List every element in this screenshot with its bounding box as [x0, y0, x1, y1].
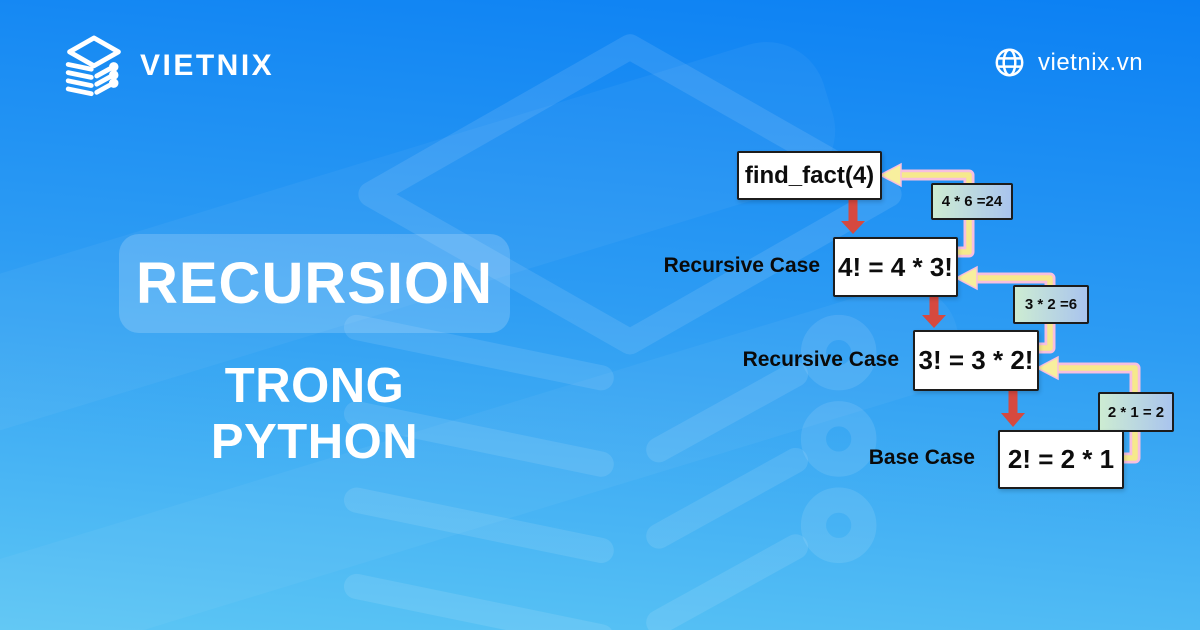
case-label-recursive-2: Recursive Case: [742, 348, 899, 371]
globe-icon: [995, 48, 1024, 77]
vietnix-layers-logo-icon: [60, 35, 128, 98]
call-box-find-fact: find_fact(4): [737, 151, 882, 200]
website-link[interactable]: vietnix.vn: [994, 47, 1143, 78]
website-url: vietnix.vn: [1038, 48, 1144, 76]
brand-name: VIETNIX: [140, 49, 275, 82]
call-box-fact-4: 4! = 4 * 3!: [833, 237, 958, 297]
call-arrow-down-1: [841, 200, 865, 234]
return-value-box: 4 * 6 =24: [931, 183, 1013, 220]
brand-logo[interactable]: VIETNIX: [60, 34, 274, 98]
call-arrow-down-3: [1001, 391, 1025, 427]
case-label-base: Base Case: [868, 446, 975, 469]
page-title: RECURSION: [135, 251, 494, 316]
call-box-fact-3: 3! = 3 * 2!: [913, 330, 1039, 391]
return-value-box: 2 * 1 = 2: [1098, 392, 1174, 432]
page-subtitle: TRONG PYTHON: [210, 359, 419, 469]
title-box: RECURSION: [119, 234, 510, 333]
return-value-box: 3 * 2 =6: [1013, 285, 1089, 324]
case-label-recursive-1: Recursive Case: [663, 254, 820, 277]
call-box-fact-2: 2! = 2 * 1: [998, 430, 1124, 489]
